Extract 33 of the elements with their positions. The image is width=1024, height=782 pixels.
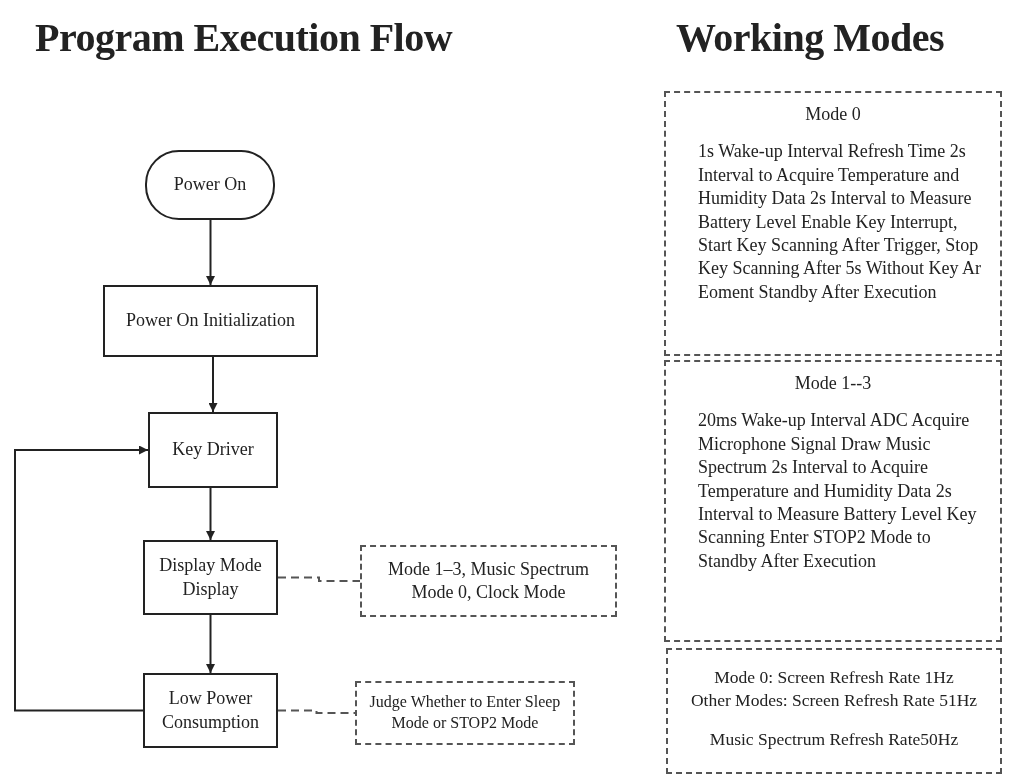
arrow	[206, 614, 215, 674]
dashed-connector	[277, 709, 356, 714]
process-box	[143, 673, 278, 748]
node-label: Display Mode Display	[158, 554, 263, 601]
mode-heading: Mode 0	[805, 103, 861, 126]
dashed-connector	[277, 576, 361, 582]
arrow	[206, 487, 215, 541]
mode-heading: Mode 1--3	[794, 372, 872, 395]
arrow	[206, 219, 215, 286]
node-label: Other Modes: Screen Refresh Rate 51Hz	[690, 688, 978, 712]
mode-panel	[664, 91, 1002, 356]
node-label: Mode 0: Screen Refresh Rate 1Hz	[714, 666, 954, 689]
section-heading: Working Modes	[676, 14, 944, 61]
mode-description: 1s Wake-up Interval Refresh Time 2s Interval to Acquire Temperature and Humidity Data 2s Interval to Measure Battery Level Enable Key Interrupt, Start Key Scanning After Trigger, Stop Key Scanning After 5s Without Key Ar Eoment Standby After Execution	[697, 140, 982, 304]
node-label: Power On	[173, 173, 247, 197]
note-box	[355, 681, 575, 745]
process-box	[148, 412, 278, 488]
arrow	[208, 356, 218, 413]
node-label: Power On Initialization	[126, 309, 295, 333]
mode-description: 20ms Wake-up Interval ADC Acquire Microphone Signal Draw Music Spectrum 2s Interval to Acquire Temperature and Humidity Data 2s Interval to Measure Battery Level Key Scanning Enter STOP2 Mode to Standby After Execution	[697, 409, 978, 573]
node-label: Mode 1–3, Music Spectrum	[388, 557, 589, 581]
process-box	[143, 540, 278, 615]
arrow	[14, 445, 149, 712]
diagram-title: Program Execution Flow	[35, 14, 453, 61]
mode-panel	[664, 360, 1002, 642]
node-label: Music Spectrum Refresh Rate50Hz	[709, 727, 959, 751]
process-box	[103, 285, 318, 357]
node-label: Low Power Consumption	[161, 687, 260, 734]
node-label: Key Driver	[172, 438, 254, 462]
note-box	[360, 545, 617, 617]
node-label: Judge Whether to Enter Sleep Mode or STOP2 Mode	[368, 692, 562, 733]
node-label: Mode 0, Clock Mode	[411, 581, 566, 604]
mode-panel	[666, 648, 1002, 774]
